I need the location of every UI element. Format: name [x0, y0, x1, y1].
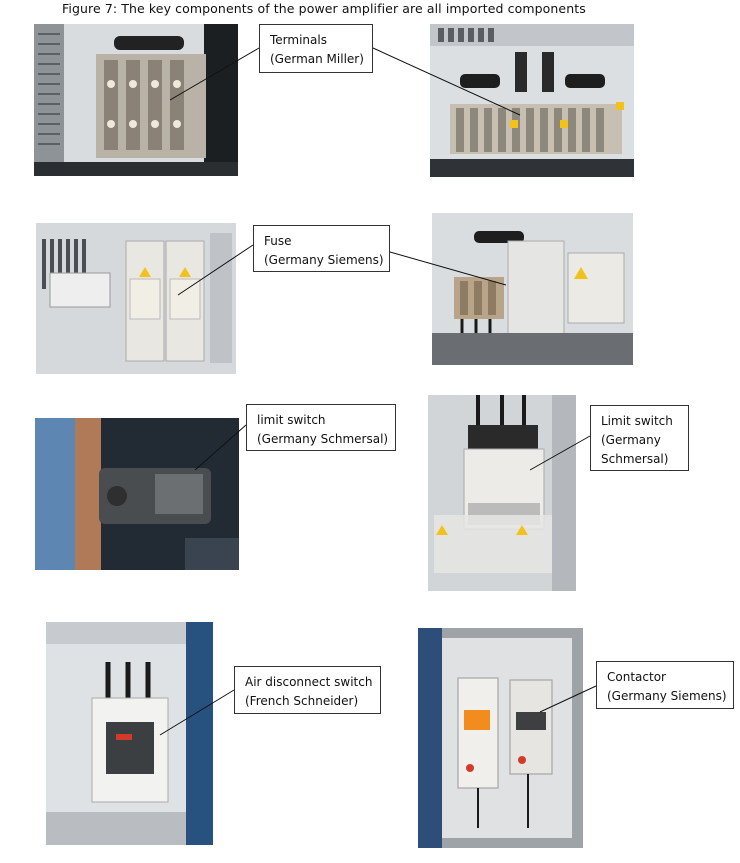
photo-fuse-left — [36, 223, 236, 374]
photo-limit-switch-right — [428, 395, 576, 591]
callout-air-disconnect-switch-line2: (French Schneider) — [245, 694, 359, 708]
callout-limit-switch-left: limit switch (Germany Schmersal) — [246, 404, 396, 451]
callout-fuse-line2: (Germany Siemens) — [264, 253, 384, 267]
photo-limit-switch-left — [35, 418, 239, 570]
callout-terminals-line1: Terminals — [270, 33, 327, 47]
callout-air-disconnect-switch: Air disconnect switch (French Schneider) — [234, 666, 381, 714]
callout-terminals: Terminals (German Miller) — [259, 24, 373, 73]
callout-air-disconnect-switch-line1: Air disconnect switch — [245, 675, 373, 689]
callout-fuse-line1: Fuse — [264, 234, 292, 248]
callout-limit-switch-right-line2: (Germany — [601, 433, 661, 447]
callout-limit-switch-left-line2: (Germany Schmersal) — [257, 432, 389, 446]
callout-limit-switch-right: Limit switch (Germany Schmersal) — [590, 405, 689, 471]
callout-terminals-line2: (German Miller) — [270, 52, 364, 66]
callout-contactor: Contactor (Germany Siemens) — [596, 661, 734, 709]
callout-contactor-line2: (Germany Siemens) — [607, 689, 727, 703]
callout-fuse: Fuse (Germany Siemens) — [253, 225, 390, 272]
callout-limit-switch-right-line3: Schmersal) — [601, 452, 669, 466]
photo-terminals-right — [430, 24, 634, 177]
photo-terminals-left — [34, 24, 238, 176]
photo-air-disconnect-switch — [46, 622, 213, 845]
callout-limit-switch-left-line1: limit switch — [257, 413, 326, 427]
figure-caption: Figure 7: The key components of the powe… — [62, 1, 586, 16]
photo-fuse-right — [432, 213, 633, 365]
photo-contactor — [418, 628, 583, 848]
callout-limit-switch-right-line1: Limit switch — [601, 414, 673, 428]
callout-contactor-line1: Contactor — [607, 670, 666, 684]
